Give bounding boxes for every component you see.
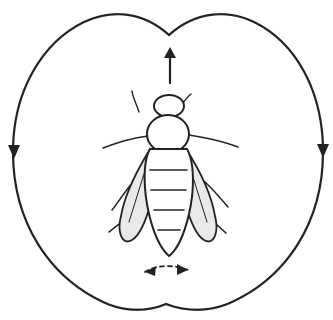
bee-head (154, 95, 184, 117)
bee-thorax (147, 115, 189, 153)
